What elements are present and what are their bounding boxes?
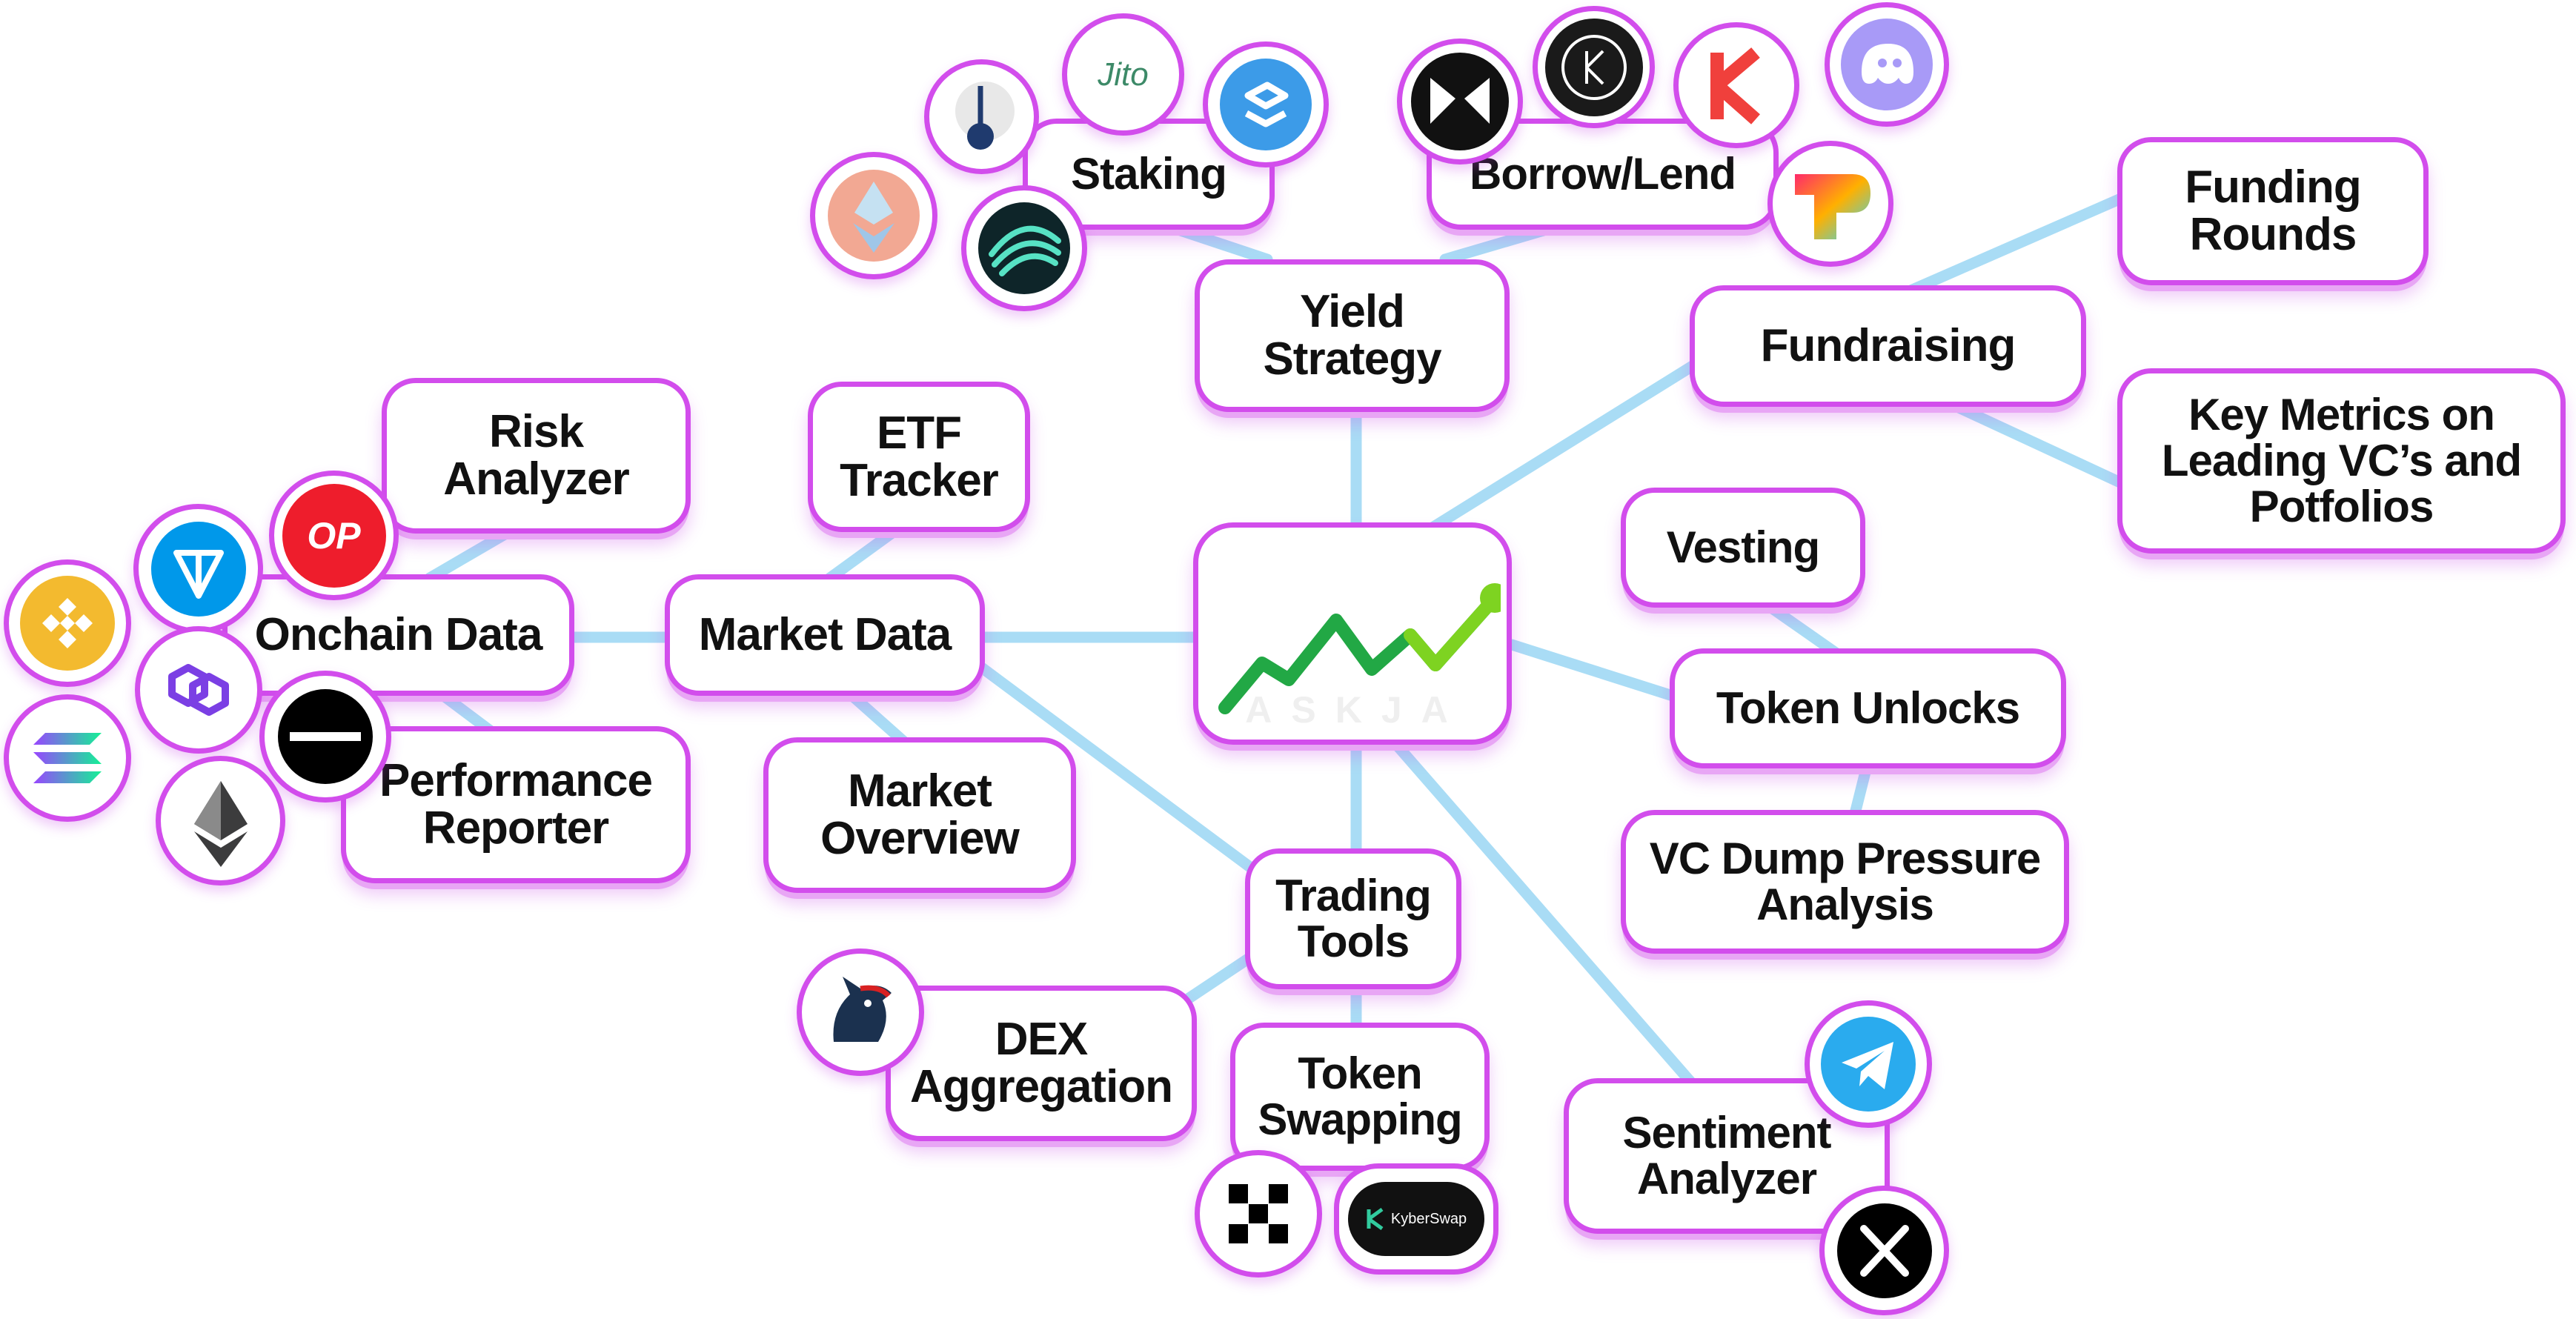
yield-strategy-node[interactable]: Yield Strategy — [1195, 259, 1510, 412]
kyberswap-wordmark: KyberSwap — [1390, 1210, 1467, 1227]
connector-onchain-risk — [424, 520, 525, 584]
kyberswap-badge: KyberSwap — [1348, 1182, 1484, 1256]
performance-reporter-label: Performance Reporter — [379, 755, 653, 854]
market-data-node[interactable]: Market Data — [665, 574, 985, 696]
vc-metrics-node[interactable]: Key Metrics on Leading VC’s and Potfolio… — [2117, 368, 2566, 554]
dex-aggregation-label: DEX Aggregation — [909, 1014, 1173, 1112]
connector-center-fundraising — [1417, 357, 1703, 539]
borrow-lend-label: Borrow/Lend — [1470, 149, 1736, 199]
dex-aggregation-node[interactable]: DEX Aggregation — [886, 986, 1197, 1141]
x-icon[interactable] — [1819, 1186, 1949, 1315]
vc-dump-label: VC Dump Pressure Analysis — [1649, 834, 2042, 929]
vesting-label: Vesting — [1666, 522, 1820, 573]
fundraising-node[interactable]: Fundraising — [1690, 285, 2086, 407]
market-overview-label: Market Overview — [820, 765, 1020, 864]
token-unlocks-label: Token Unlocks — [1716, 683, 2020, 734]
token-unlocks-node[interactable]: Token Unlocks — [1670, 648, 2066, 768]
rainbow-icon[interactable] — [961, 185, 1087, 311]
vc-metrics-label: Key Metrics on Leading VC’s and Potfolio… — [2161, 390, 2522, 531]
jupiter-icon[interactable] — [1397, 39, 1523, 165]
okx-icon[interactable] — [1195, 1150, 1322, 1278]
kraken-icon[interactable] — [1673, 22, 1799, 148]
lido-icon[interactable] — [810, 152, 937, 279]
funding-rounds-label: Funding Rounds — [2185, 162, 2361, 260]
center-logo-node[interactable]: ASKJA — [1193, 522, 1512, 745]
sentiment-analyzer-label: Sentiment Analyzer — [1622, 1108, 1831, 1203]
market-data-label: Market Data — [698, 609, 952, 661]
jito-icon[interactable]: Jito — [1062, 13, 1184, 136]
staking-label: Staking — [1071, 149, 1227, 199]
trading-tools-node[interactable]: Trading Tools — [1245, 848, 1461, 989]
performance-reporter-node[interactable]: Performance Reporter — [341, 726, 691, 883]
optimism-badge: OP — [282, 483, 386, 588]
kyberswap-icon[interactable]: KyberSwap — [1334, 1163, 1498, 1275]
etf-tracker-node[interactable]: ETF Tracker — [808, 382, 1030, 532]
connector-center-unlocks — [1506, 639, 1681, 702]
bnb-icon[interactable] — [4, 559, 131, 687]
connector-market-trading — [965, 654, 1266, 880]
onchain-data-label: Onchain Data — [254, 609, 543, 661]
trading-tools-label: Trading Tools — [1275, 871, 1432, 966]
kamino-icon[interactable] — [1533, 6, 1655, 128]
connector-fund-rounds — [1891, 187, 2140, 302]
risk-analyzer-label: Risk Analyzer — [443, 406, 629, 505]
onchain-data-node[interactable]: Onchain Data — [222, 574, 574, 696]
jito-wordmark: Jito — [1098, 56, 1149, 93]
yield-strategy-label: Yield Strategy — [1263, 286, 1441, 385]
risk-analyzer-node[interactable]: Risk Analyzer — [382, 378, 691, 534]
1inch-icon[interactable] — [797, 948, 924, 1076]
etf-tracker-label: ETF Tracker — [840, 407, 999, 506]
optimism-wordmark: OP — [307, 514, 361, 556]
ethereum-icon[interactable] — [156, 756, 285, 886]
aave-icon[interactable] — [259, 671, 391, 803]
sanctum-icon[interactable] — [1203, 41, 1329, 167]
solana-icon[interactable] — [4, 694, 131, 822]
vesting-node[interactable]: Vesting — [1621, 488, 1865, 608]
telegram-icon[interactable] — [1805, 1000, 1932, 1128]
fundraising-label: Fundraising — [1760, 320, 2016, 372]
brand-watermark: ASKJA — [1245, 689, 1467, 730]
ton-icon[interactable] — [133, 504, 263, 634]
funding-rounds-node[interactable]: Funding Rounds — [2117, 137, 2429, 285]
trend-chart-icon: ASKJA — [1218, 583, 1501, 730]
connector-fund-vc — [1921, 387, 2140, 495]
token-swapping-node[interactable]: Token Swapping — [1230, 1023, 1490, 1171]
token-swapping-label: Token Swapping — [1258, 1049, 1462, 1144]
optimism-icon[interactable]: OP — [269, 471, 399, 600]
marinade-icon[interactable] — [924, 59, 1039, 174]
polygon-icon[interactable] — [135, 626, 262, 754]
market-overview-node[interactable]: Market Overview — [763, 737, 1076, 893]
phantom-icon[interactable] — [1825, 2, 1949, 127]
marginfi-icon[interactable] — [1767, 141, 1893, 267]
vc-dump-node[interactable]: VC Dump Pressure Analysis — [1621, 810, 2069, 954]
connector-center-sentiment — [1387, 735, 1703, 1095]
